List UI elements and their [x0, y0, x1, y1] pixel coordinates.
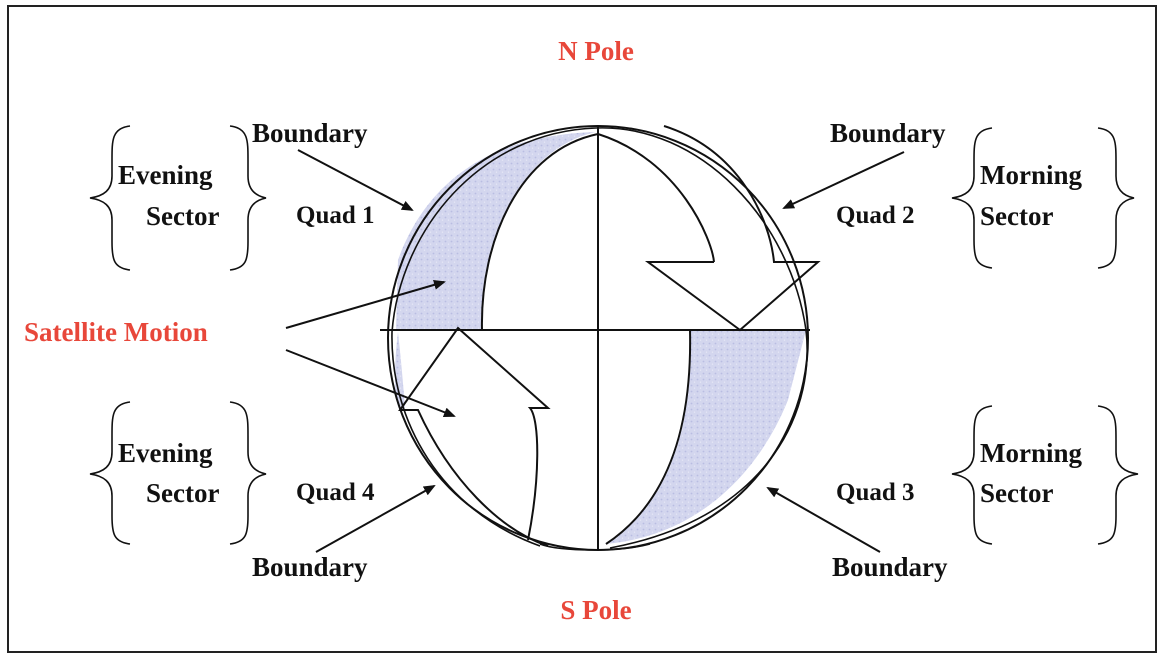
shaded-rim-left	[394, 332, 405, 411]
evening-sector-lower-line-1: Evening	[118, 438, 213, 468]
orbit-path-upper-right	[597, 133, 715, 263]
motion-pointer-lower	[285, 349, 456, 417]
evening-sector-upper-brace	[89, 125, 267, 271]
evening-sector-lower-brace	[89, 401, 267, 545]
orbit-path-lower-right	[605, 329, 692, 545]
evening-sector-lower-line-2: Sector	[146, 478, 219, 508]
evening-sector-upper-line-1: Evening	[118, 160, 213, 190]
boundary-pointer-quad-1	[297, 149, 414, 211]
boundary-label-quad-3: Boundary	[832, 552, 948, 582]
boundary-pointer-quad-2	[782, 151, 905, 209]
shaded-region-quad-1	[396, 132, 595, 330]
boundary-pointer-quad-3	[766, 487, 881, 553]
shaded-region-quad-3	[605, 330, 806, 544]
ascending-arrow	[398, 326, 551, 547]
morning-sector-lower-line-1: Morning	[980, 438, 1083, 468]
north-pole-label: N Pole	[558, 36, 634, 66]
south-cap	[539, 543, 651, 551]
morning-sector-lower-line-2: Sector	[980, 478, 1053, 508]
globe-offset-rim-left	[391, 127, 597, 547]
descending-arrow	[644, 125, 821, 332]
boundary-label-quad-2: Boundary	[830, 118, 946, 148]
motion-pointer-upper	[285, 279, 446, 329]
morning-sector-lower-brace	[951, 405, 1139, 545]
morning-sector-upper-line-2: Sector	[980, 201, 1053, 231]
boundary-pointer-quad-4	[315, 485, 436, 553]
quad-3-label: Quad 3	[836, 479, 915, 506]
quad-2-label: Quad 2	[836, 202, 915, 229]
quad-4-label: Quad 4	[296, 479, 375, 506]
quad-1-label: Quad 1	[296, 202, 375, 229]
boundary-label-quad-4: Boundary	[252, 552, 368, 582]
morning-sector-upper-line-1: Morning	[980, 160, 1083, 190]
morning-sector-upper-brace	[951, 127, 1135, 269]
evening-sector-upper-line-2: Sector	[146, 201, 219, 231]
south-pole-label: S Pole	[560, 595, 631, 625]
orbit-path-upper-left	[480, 133, 599, 331]
satellite-motion-label: Satellite Motion	[24, 317, 208, 347]
diagram-frame	[7, 5, 1157, 653]
boundary-label-quad-1: Boundary	[252, 118, 368, 148]
